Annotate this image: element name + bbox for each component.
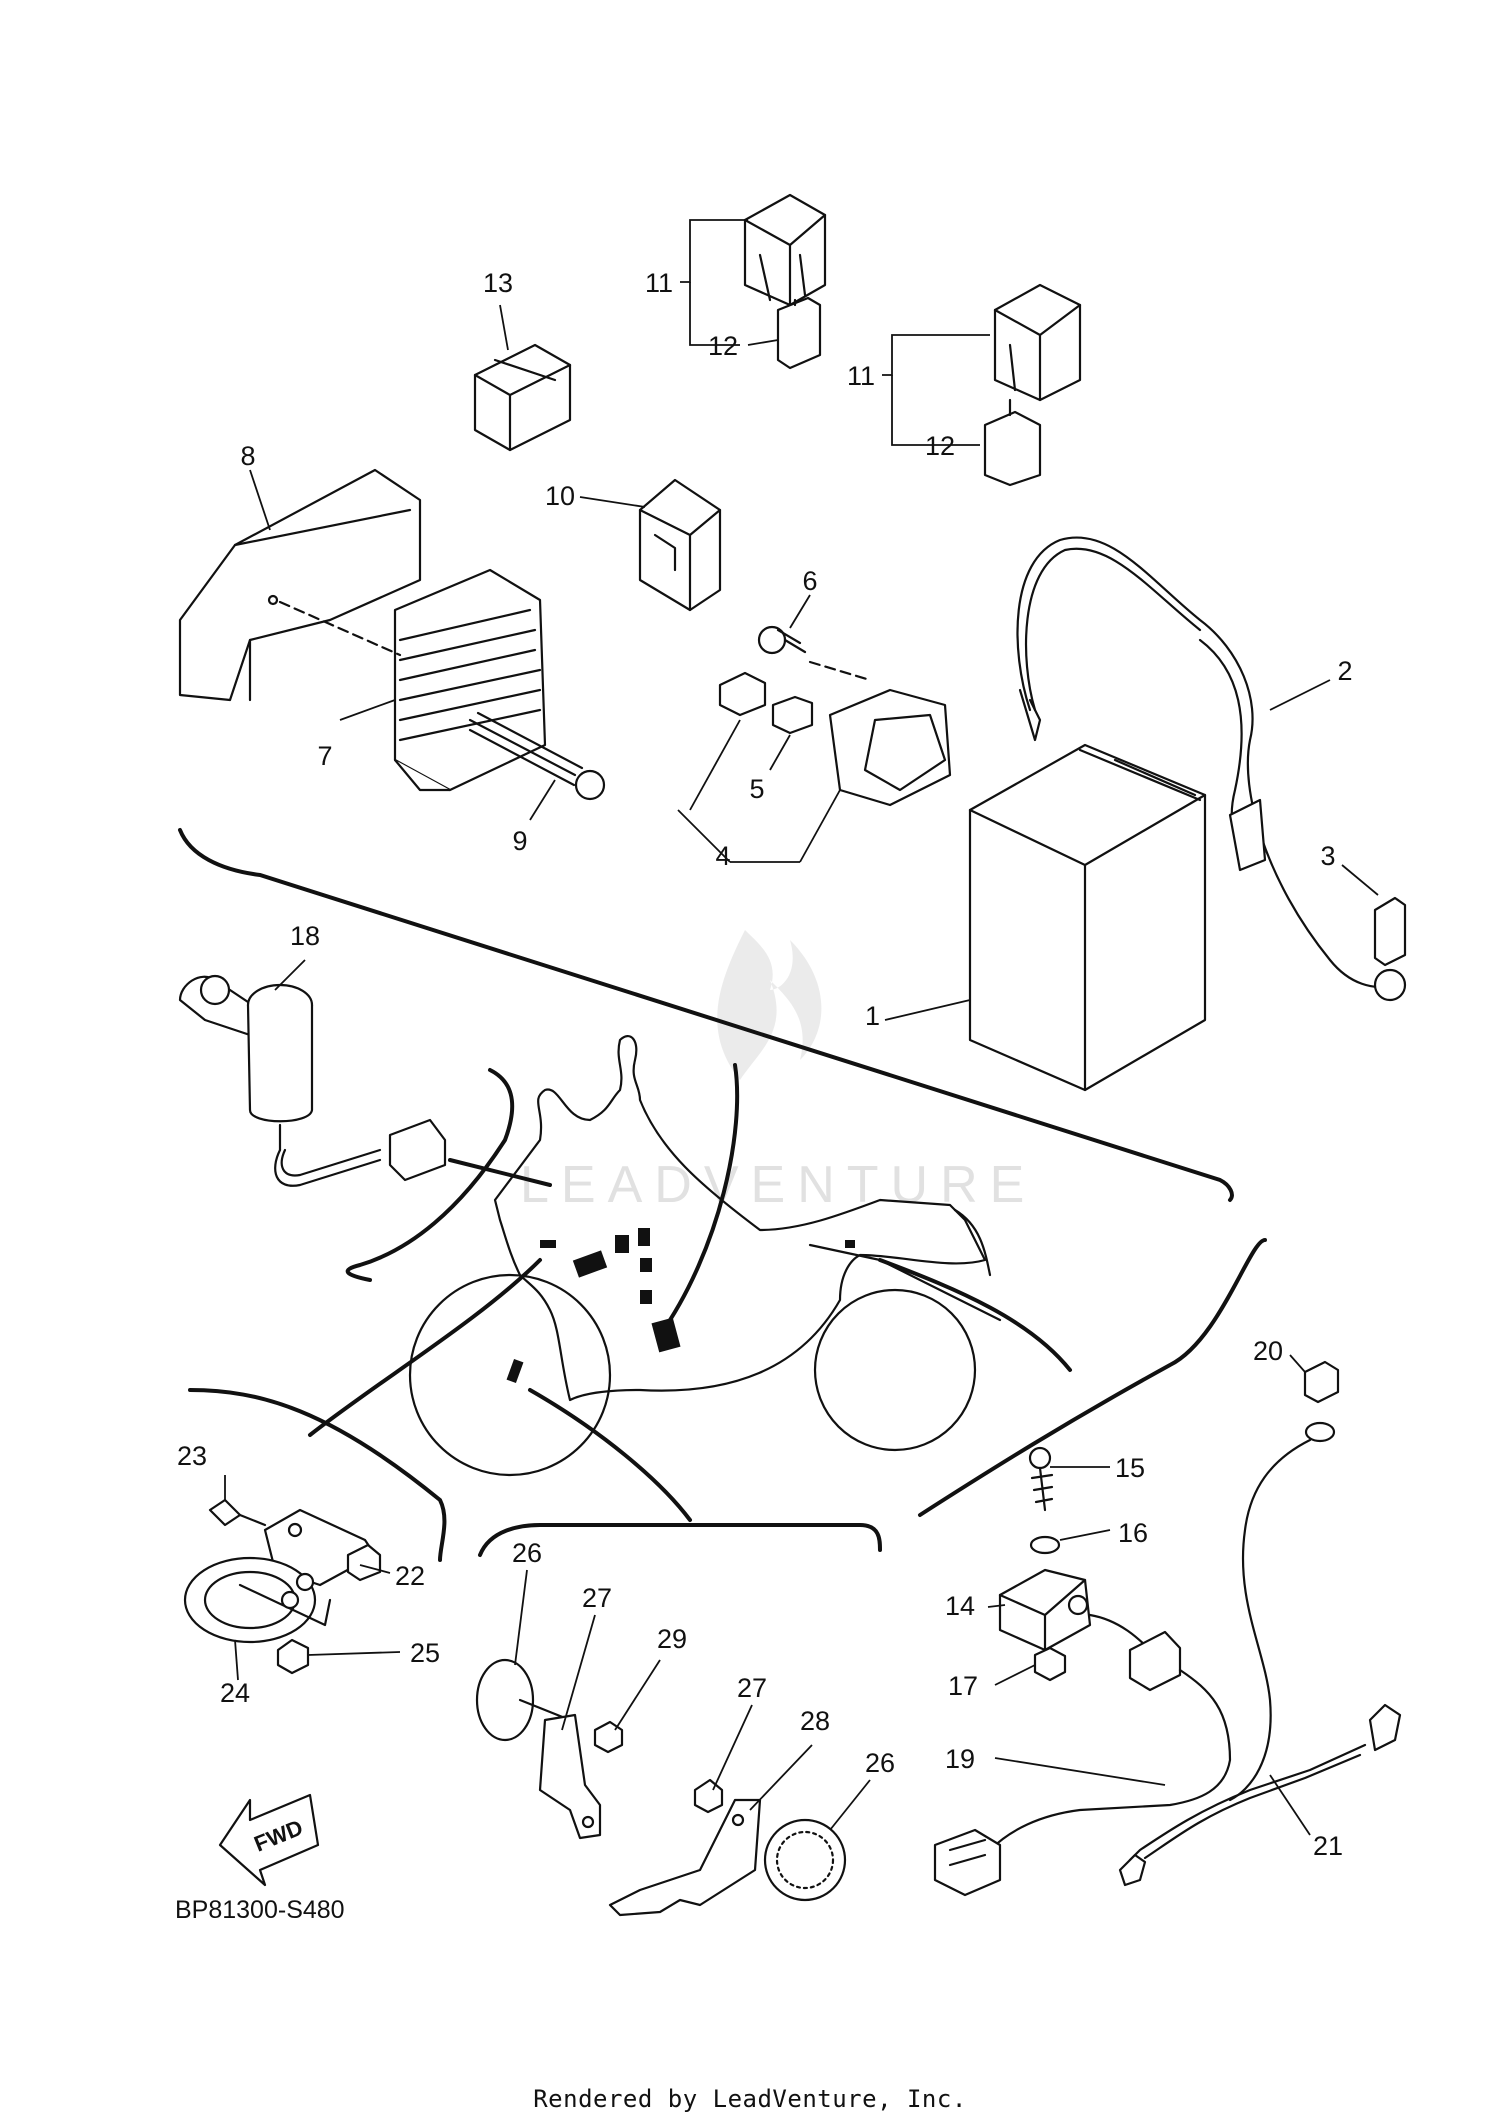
- part-number: 25: [410, 1638, 440, 1668]
- part-number: 20: [1253, 1336, 1283, 1366]
- ground-lead-20: [1228, 1360, 1340, 1802]
- rectifier-regulator-7: [278, 568, 547, 792]
- battery-cable-2: [1016, 536, 1407, 1002]
- part-number: 27: [582, 1583, 612, 1613]
- part-number: 26: [865, 1748, 895, 1778]
- reflector-assembly-left: [475, 1658, 624, 1840]
- part-number: 27: [737, 1673, 767, 1703]
- part-number: 5: [749, 774, 764, 804]
- part-number: 10: [545, 481, 575, 511]
- part-number: 14: [945, 1591, 975, 1621]
- part-number: 9: [512, 826, 527, 856]
- motorcycle-outline: [408, 1035, 1002, 1477]
- watermark: LEADVENTURE: [520, 930, 1036, 1214]
- relay-13: [473, 343, 572, 452]
- part-number: 2: [1337, 656, 1352, 686]
- part-number: 22: [395, 1561, 425, 1591]
- watermark-text: LEADVENTURE: [520, 1156, 1036, 1214]
- fwd-arrow: FWD: [218, 1793, 320, 1887]
- relay-assembly-11b: [983, 283, 1082, 487]
- part-number: 28: [800, 1706, 830, 1736]
- part-number: 13: [483, 268, 513, 298]
- part-number: 16: [1118, 1518, 1148, 1548]
- sensor-assembly: [933, 1446, 1232, 1897]
- part-number: 29: [657, 1624, 687, 1654]
- part-number: 15: [1115, 1453, 1145, 1483]
- part-number: 17: [948, 1671, 978, 1701]
- separator-lines: [178, 828, 1267, 1562]
- screw-6: [757, 625, 807, 655]
- part-number: 3: [1320, 841, 1335, 871]
- part-number: 8: [240, 441, 255, 471]
- relay-10: [638, 478, 722, 612]
- top-group: [178, 193, 1407, 1092]
- part-number: 12: [925, 431, 955, 461]
- part-number: 6: [802, 566, 817, 596]
- part-number: 23: [177, 1441, 207, 1471]
- battery-1: [968, 743, 1207, 1092]
- starter-relay-4: [718, 660, 952, 807]
- part-number-labels: 1 2 3 4 5 6 7 8 9 10 11 12 11 12 13 14 1…: [177, 268, 1353, 1861]
- part-number: 26: [512, 1538, 542, 1568]
- part-number: 18: [290, 921, 320, 951]
- part-number: 24: [220, 1678, 250, 1708]
- diagram-reference-code: BP81300-S480: [175, 1896, 345, 1924]
- part-number: 11: [645, 268, 673, 298]
- part-number: 12: [708, 331, 738, 361]
- part-number: 4: [715, 841, 730, 871]
- part-number: 7: [317, 741, 332, 771]
- part-number: 21: [1313, 1831, 1343, 1861]
- bracket-8: [178, 468, 422, 702]
- bolt-9: [468, 711, 606, 801]
- reflector-assembly-right: [608, 1778, 847, 1917]
- dc-socket-18: [178, 974, 447, 1187]
- leader-lines: [224, 219, 1379, 1836]
- bolt-3: [1373, 896, 1407, 967]
- part-number: 19: [945, 1744, 975, 1774]
- sub-wire-harness-21: [1118, 1703, 1402, 1887]
- render-credit-footer: Rendered by LeadVenture, Inc.: [533, 2085, 967, 2113]
- part-number: 1: [865, 1001, 880, 1031]
- horn-assembly: [183, 1498, 382, 1675]
- relay-assembly-11a: [743, 193, 827, 370]
- part-number: 11: [847, 361, 875, 391]
